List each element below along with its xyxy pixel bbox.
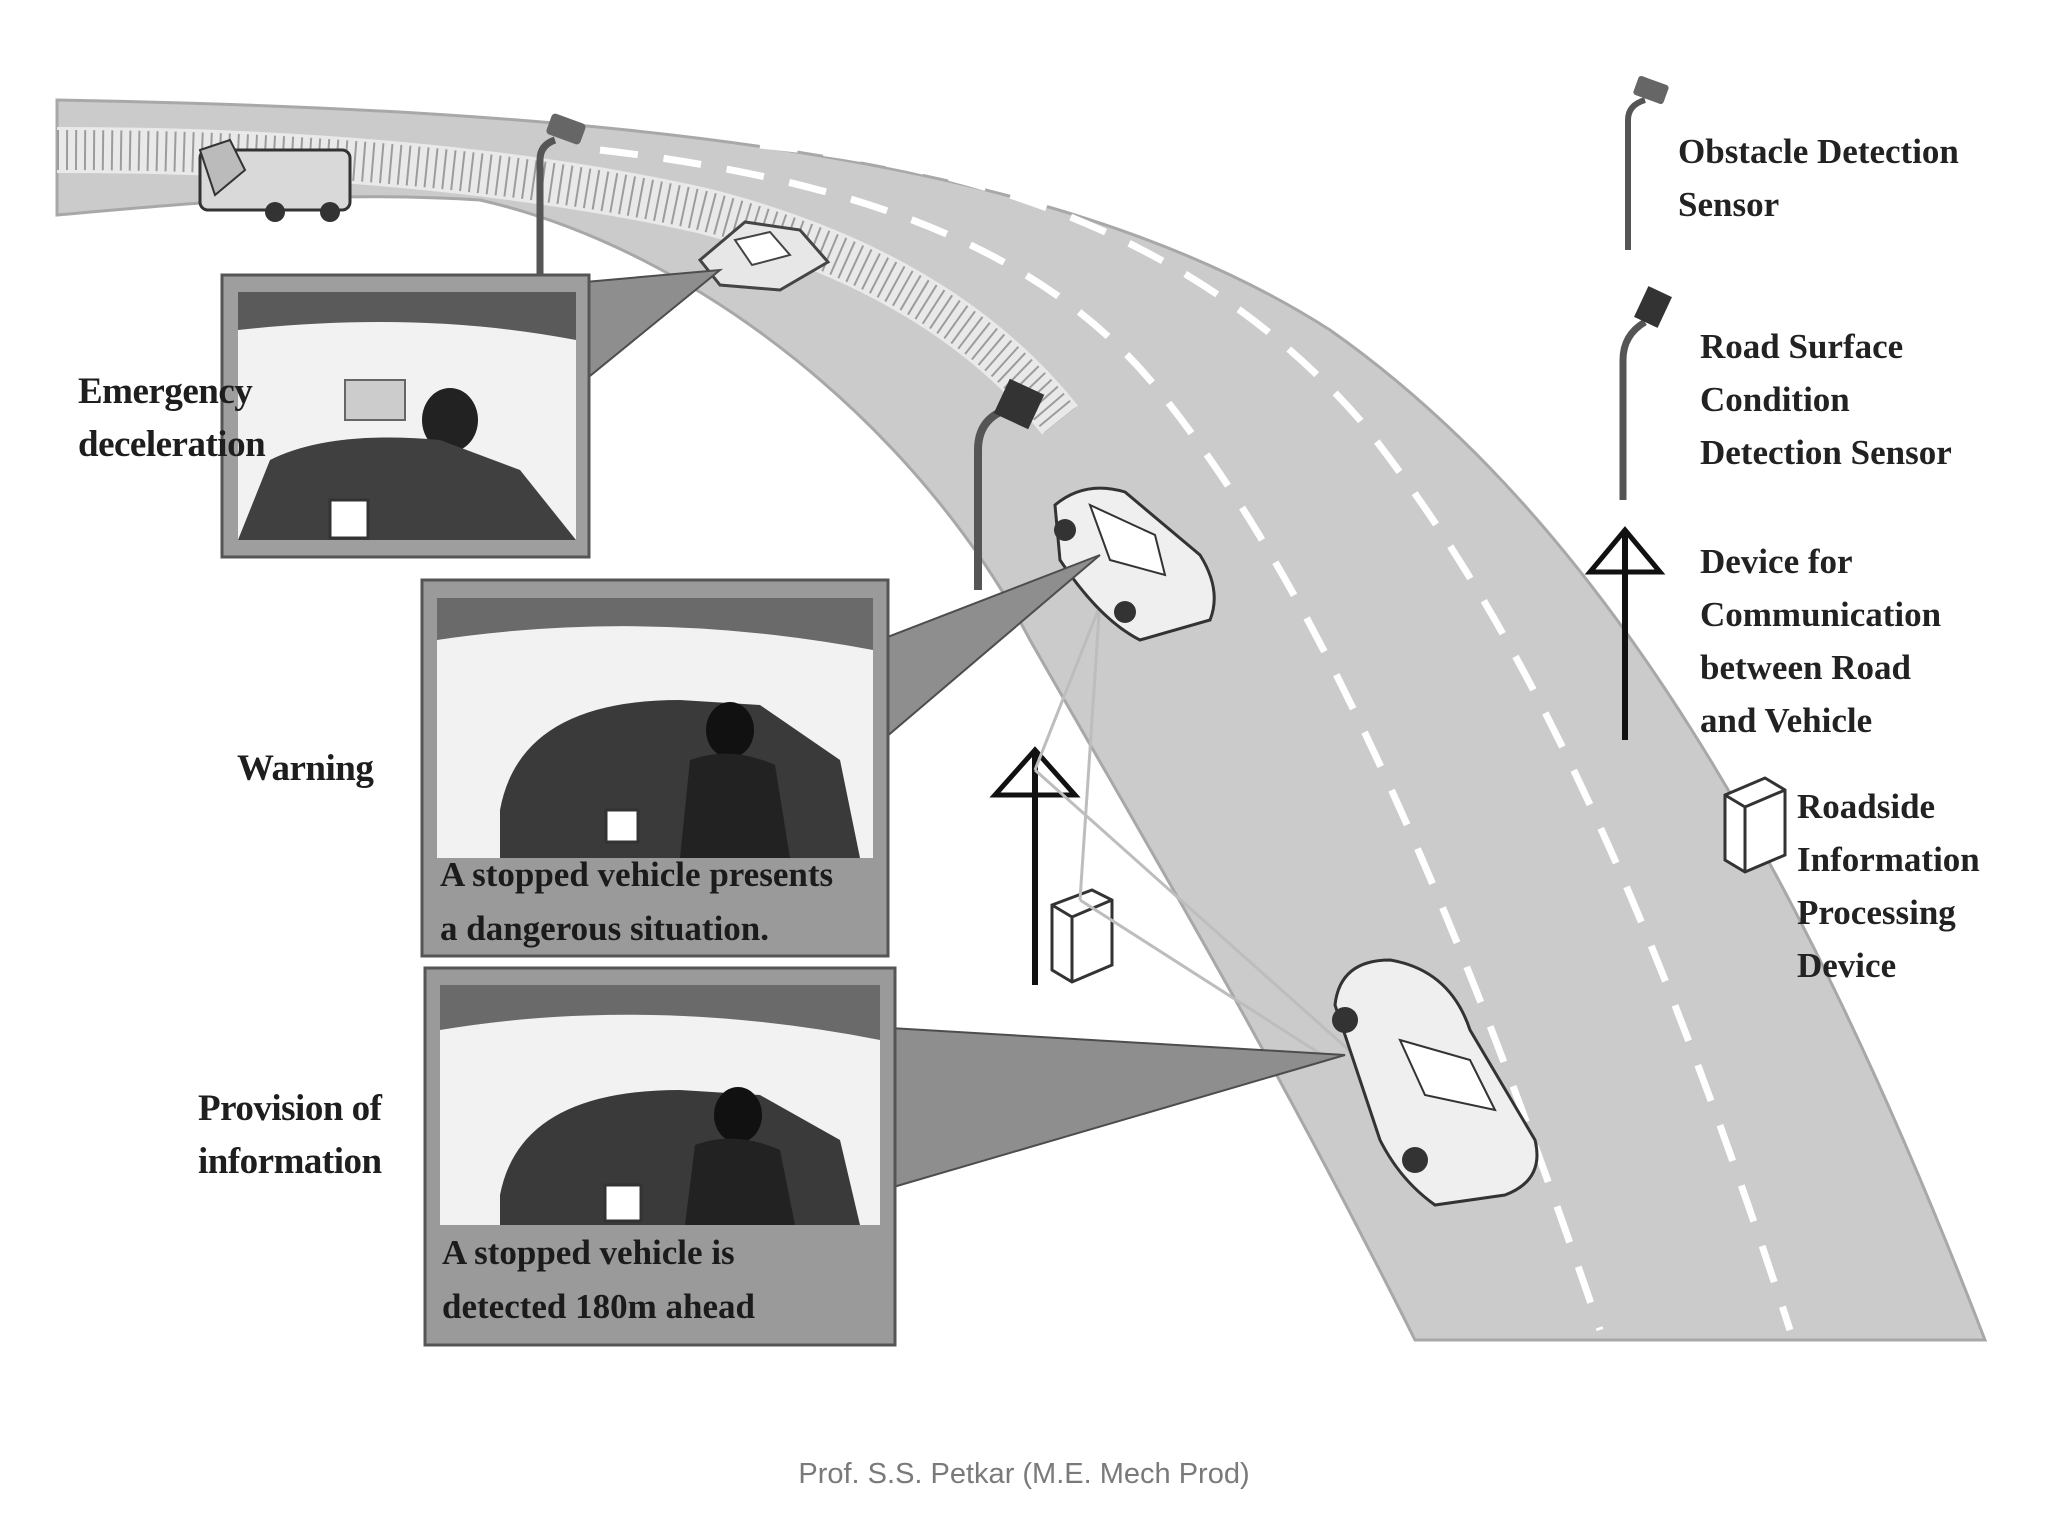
provision-panel-caption: A stopped vehicle is detected 180m ahead bbox=[442, 1233, 756, 1326]
label-emergency-deceleration: Emergency deceleration bbox=[78, 371, 266, 465]
emergency-panel bbox=[220, 273, 591, 559]
callout-wedges bbox=[584, 268, 1346, 1190]
legend-obstacle-detection-sensor: Obstacle Detection Sensor bbox=[1678, 132, 1959, 224]
antenna-icon bbox=[989, 746, 1081, 985]
slide-footer: Prof. S.S. Petkar (M.E. Mech Prod) bbox=[798, 1458, 1250, 1490]
lane-marking-1 bbox=[599, 146, 1604, 1332]
car-icon bbox=[697, 220, 831, 292]
car-icon bbox=[1332, 958, 1539, 1207]
warning-panel-caption: A stopped vehicle presents a dangerous s… bbox=[440, 855, 834, 948]
lane-marking-2 bbox=[759, 141, 1794, 1332]
road-sensor-icon bbox=[974, 378, 1045, 590]
legend-roadside-information-processing-device: Roadside Information Processing Device bbox=[1797, 787, 1980, 985]
roadside-box-icon bbox=[1050, 888, 1114, 984]
legend-road-vehicle-communication-device: Device for Communication between Road an… bbox=[1700, 542, 1942, 740]
label-warning: Warning bbox=[237, 748, 374, 789]
warning-panel bbox=[420, 578, 890, 958]
crashed-vehicle bbox=[198, 138, 352, 222]
legend-road-surface-sensor: Road Surface Condition Detection Sensor bbox=[1700, 327, 1952, 472]
car-icon bbox=[1053, 486, 1216, 642]
legend-obstacle-sensor-icon bbox=[1625, 75, 1669, 250]
legend-antenna-icon bbox=[1584, 526, 1666, 740]
provision-panel bbox=[423, 966, 897, 1347]
obstacle-sensor-icon bbox=[536, 113, 586, 280]
legend-road-sensor-icon bbox=[1619, 286, 1672, 500]
label-provision-of-information: Provision of information bbox=[198, 1088, 382, 1182]
legend-roadside-box-icon bbox=[1723, 776, 1787, 874]
communication-lines bbox=[1033, 579, 1361, 1062]
